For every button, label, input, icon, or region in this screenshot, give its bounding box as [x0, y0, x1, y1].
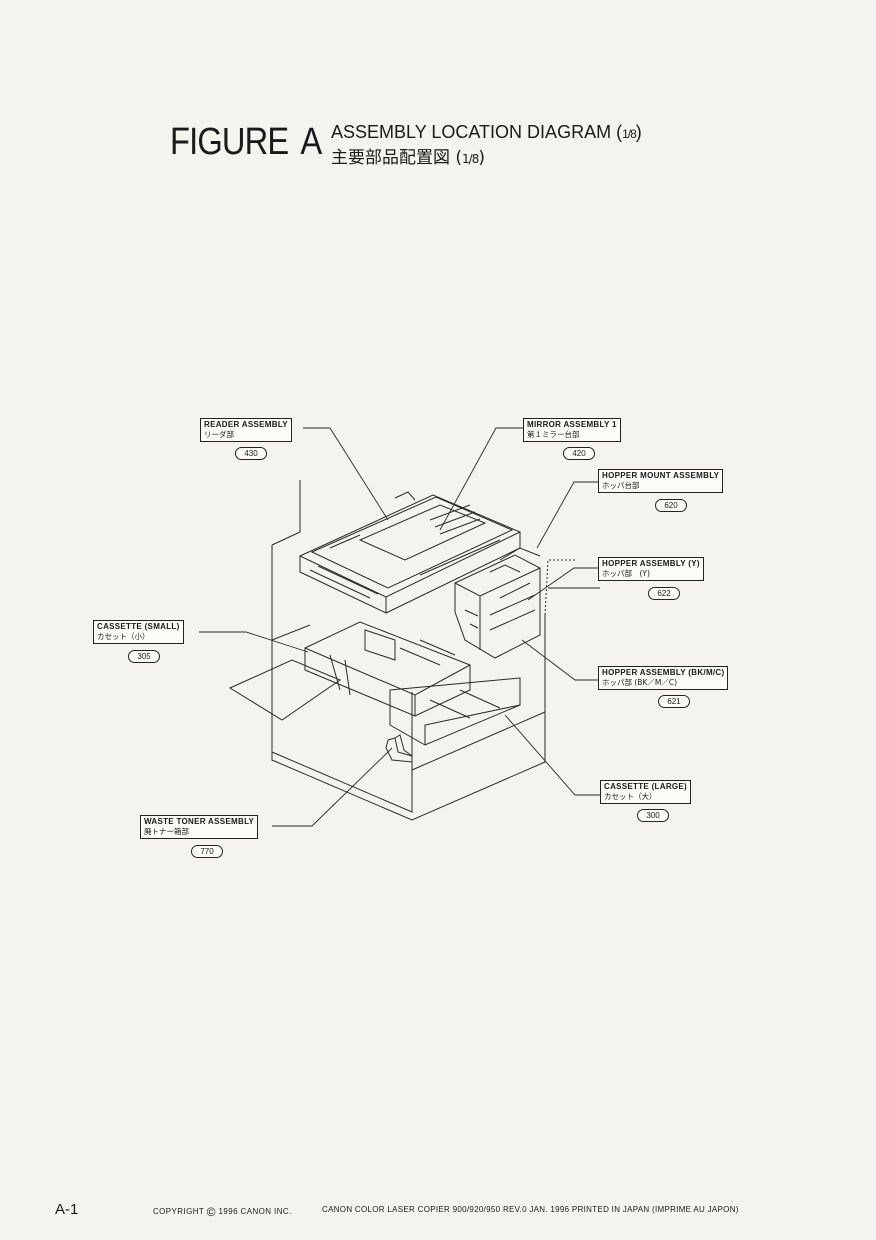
callout-hopper-mount-assembly: HOPPER MOUNT ASSEMBLY ホッパ台部	[598, 469, 724, 493]
subtitle-japanese: 主要部品配置図 (1/8)	[331, 148, 485, 168]
part-number-badge: 620	[655, 499, 687, 512]
callout-waste-toner-assembly: WASTE TONER ASSEMBLY 廃トナー箱部	[140, 815, 259, 839]
waste-toner-drawing	[385, 734, 413, 763]
part-number-badge: 770	[191, 845, 223, 858]
part-number-badge: 621	[658, 695, 690, 708]
page-number: A-1	[55, 1201, 79, 1218]
copier-body-drawing	[228, 480, 600, 821]
callout-cassette-large: CASSETTE (LARGE) カセット（大）	[600, 780, 692, 804]
callout-hopper-assembly-bkmc: HOPPER ASSEMBLY (BK/M/C) ホッパ部 (BK／M／C)	[598, 666, 729, 690]
part-number-badge: 420	[563, 447, 595, 460]
document-title: CANON COLOR LASER COPIER 900/920/950 REV…	[322, 1205, 739, 1214]
reader-assembly-drawing	[298, 491, 522, 614]
subtitle-english: ASSEMBLY LOCATION DIAGRAM (1/8)	[331, 122, 642, 142]
hopper-drawing	[454, 547, 541, 659]
leader-lines	[199, 427, 600, 827]
sheet-fraction: 1/8	[622, 127, 637, 141]
callout-cassette-small: CASSETTE (SMALL) カセット（小）	[93, 620, 184, 644]
sheet-fraction-jp: 1/8	[462, 152, 479, 166]
callout-mirror-assembly: MIRROR ASSEMBLY 1 第１ミラー台部	[523, 418, 621, 442]
callout-hopper-assembly-y: HOPPER ASSEMBLY (Y) ホッパ部 (Y)	[598, 557, 704, 581]
part-number-badge: 305	[128, 650, 160, 663]
copyright-notice: COPYRIGHT © 1996 CANON INC.	[153, 1205, 292, 1219]
part-number-badge: 622	[648, 587, 680, 600]
copyright-icon: ©	[206, 1205, 216, 1219]
part-number-badge: 300	[637, 809, 669, 822]
cassette-drawing	[304, 621, 521, 746]
figure-letter: A	[300, 121, 322, 163]
figure-title: FIGURE A	[170, 121, 322, 163]
figure-label: FIGURE	[170, 121, 289, 163]
part-number-badge: 430	[235, 447, 267, 460]
callout-reader-assembly: READER ASSEMBLY リーダ部	[200, 418, 292, 442]
